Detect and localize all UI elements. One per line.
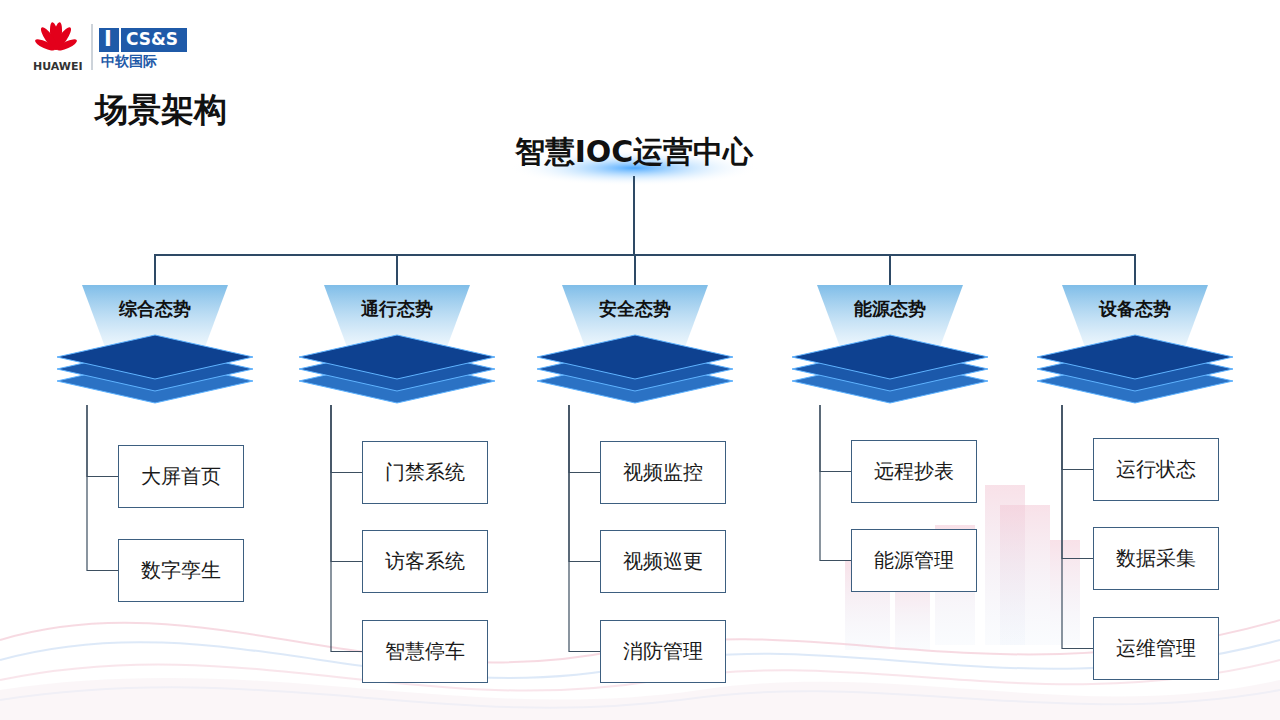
category-label: 设备态势 bbox=[1035, 297, 1235, 321]
logo-text: CS&S bbox=[126, 29, 178, 49]
connector-line bbox=[331, 405, 362, 473]
ics-logo-block bbox=[121, 28, 187, 52]
building-silhouettes bbox=[845, 485, 1080, 650]
logo-text: HUAWEI bbox=[33, 60, 83, 73]
category-node: 设备态势 bbox=[1035, 285, 1235, 405]
connector-line bbox=[397, 176, 634, 285]
connector-line bbox=[331, 405, 362, 562]
connector-line bbox=[569, 405, 600, 473]
item-label: 访客系统 bbox=[385, 548, 465, 575]
connector-line bbox=[569, 405, 600, 562]
item-box: 消防管理 bbox=[600, 620, 726, 683]
wave-decoration bbox=[0, 620, 1280, 720]
connector-line bbox=[1062, 405, 1093, 649]
page-title: 场景架构 bbox=[95, 88, 227, 133]
connector-line bbox=[87, 405, 118, 571]
category-label: 能源态势 bbox=[790, 297, 990, 321]
category-node: 能源态势 bbox=[790, 285, 990, 405]
item-label: 运维管理 bbox=[1116, 635, 1196, 662]
item-box: 访客系统 bbox=[362, 530, 488, 593]
item-box: 能源管理 bbox=[851, 529, 977, 592]
item-label: 智慧停车 bbox=[385, 638, 465, 665]
item-label: 数字孪生 bbox=[141, 557, 221, 584]
item-box: 运行状态 bbox=[1093, 438, 1219, 501]
item-box: 大屏首页 bbox=[118, 445, 244, 508]
item-box: 数字孪生 bbox=[118, 539, 244, 602]
connector-line bbox=[1062, 405, 1093, 559]
logo-divider bbox=[92, 24, 93, 70]
category-node: 安全态势 bbox=[535, 285, 735, 405]
item-label: 视频巡更 bbox=[623, 548, 703, 575]
item-label: 门禁系统 bbox=[385, 459, 465, 486]
item-box: 运维管理 bbox=[1093, 617, 1219, 680]
connector-line bbox=[634, 176, 1135, 285]
item-box: 数据采集 bbox=[1093, 527, 1219, 590]
hub-label: 智慧IOC运营中心 bbox=[515, 132, 754, 173]
connector-line bbox=[87, 405, 118, 477]
connector-line bbox=[569, 405, 600, 652]
item-label: 大屏首页 bbox=[141, 463, 221, 490]
category-node: 综合态势 bbox=[55, 285, 255, 405]
category-label: 通行态势 bbox=[297, 297, 497, 321]
item-box: 智慧停车 bbox=[362, 620, 488, 683]
item-box: 视频监控 bbox=[600, 441, 726, 504]
connector-line bbox=[820, 405, 851, 472]
connector-line bbox=[1062, 405, 1093, 470]
item-label: 消防管理 bbox=[623, 638, 703, 665]
item-label: 数据采集 bbox=[1116, 545, 1196, 572]
connector-line bbox=[820, 405, 851, 561]
item-label: 能源管理 bbox=[874, 547, 954, 574]
logo-text: 中软国际 bbox=[101, 53, 157, 71]
item-box: 远程抄表 bbox=[851, 440, 977, 503]
category-label: 综合态势 bbox=[55, 297, 255, 321]
ics-logo-block bbox=[99, 28, 119, 52]
connector-line bbox=[155, 176, 634, 285]
item-box: 视频巡更 bbox=[600, 530, 726, 593]
item-box: 门禁系统 bbox=[362, 441, 488, 504]
item-label: 视频监控 bbox=[623, 459, 703, 486]
logo-text: I bbox=[104, 27, 112, 51]
item-label: 远程抄表 bbox=[874, 458, 954, 485]
category-node: 通行态势 bbox=[297, 285, 497, 405]
category-label: 安全态势 bbox=[535, 297, 735, 321]
huawei-logo bbox=[34, 22, 79, 53]
item-label: 运行状态 bbox=[1116, 456, 1196, 483]
connector-line bbox=[331, 405, 362, 652]
connector-line bbox=[634, 176, 890, 285]
hub-title: 智慧IOC运营中心 bbox=[505, 128, 764, 176]
